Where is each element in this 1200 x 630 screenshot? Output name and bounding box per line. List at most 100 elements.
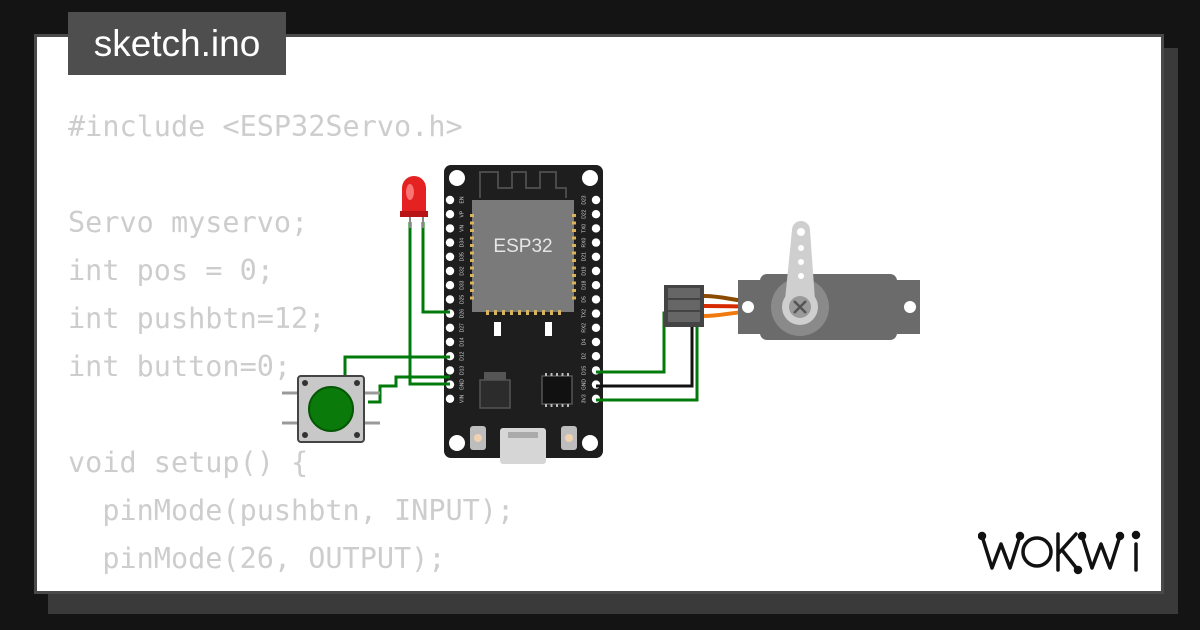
pin-hole [591, 224, 601, 233]
pin-label: 3V3 [581, 394, 587, 403]
red-led[interactable] [400, 176, 428, 228]
chip-pad [572, 229, 576, 232]
wire-led-gnd [408, 222, 450, 386]
chip-pad [470, 251, 474, 255]
code-preview: #include <ESP32Servo.h>Servo myservo;int… [68, 103, 515, 591]
wokwi-logo [978, 530, 1141, 575]
esp32-board[interactable]: ESP32 ENVPVND34D35D32D33D25D26D27D14D12D… [444, 165, 603, 464]
chip-pad [534, 310, 537, 315]
chip-pad [572, 236, 576, 240]
chip-pad [572, 266, 576, 270]
code-line: int button=0; [68, 350, 292, 383]
pin-label: D4 [581, 339, 587, 346]
chip-pad [470, 236, 474, 240]
pin-label: GND [581, 379, 587, 391]
chip-pad [572, 274, 576, 277]
chip-pad [572, 221, 576, 225]
pin-hole [591, 238, 601, 247]
code-line: void setup() { [68, 446, 309, 479]
wire-led-d26 [421, 222, 450, 314]
chip-pad [470, 274, 474, 277]
pin-label: D27 [459, 323, 465, 332]
pin-label: D22 [581, 209, 587, 218]
chip-pin [545, 404, 547, 407]
chip-pin [550, 373, 553, 376]
chip-pad [470, 281, 474, 285]
chip-label: ESP32 [493, 236, 552, 257]
chip-pad [572, 214, 576, 217]
pin-label: D33 [459, 280, 465, 289]
pin-hole [445, 337, 455, 347]
pin-hole [591, 352, 601, 361]
code-line: pinMode(pushbtn, INPUT); [68, 494, 515, 527]
wire-servo-pwm [596, 311, 670, 374]
pin-label: D2 [581, 353, 587, 360]
pin-label: VN [459, 225, 465, 232]
pin-hole [591, 252, 601, 261]
chip-pin [556, 404, 558, 407]
led-indicator [494, 322, 501, 336]
pin-label: VIN [459, 394, 465, 403]
pin-hole [445, 295, 455, 304]
pin-hole [445, 195, 455, 205]
pin-label: TX0 [581, 224, 587, 233]
chip-pad [486, 310, 489, 315]
pin-label: D21 [581, 252, 587, 261]
chip-pin [550, 404, 553, 407]
file-tab[interactable]: sketch.ino [68, 12, 286, 75]
pin-hole [445, 323, 455, 332]
pin-hole [591, 337, 601, 347]
usb-chip-pins [545, 373, 569, 407]
code-line: myservo.attach(13); [68, 583, 514, 591]
chip-pad [572, 251, 576, 255]
pin-hole [445, 366, 455, 375]
pin-labels: ENVPVND34D35D32D33D25D26D27D14D12D13GNDV… [459, 195, 587, 403]
chip-pad [470, 289, 474, 292]
pin-hole [591, 195, 601, 205]
pin-hole [445, 238, 455, 247]
pin-label: D32 [459, 266, 465, 275]
usb-chip [541, 375, 573, 405]
voltage-regulator [479, 379, 511, 409]
esp32-chip [472, 200, 574, 312]
pin-label: RX0 [581, 238, 587, 248]
chip-pad [470, 266, 474, 270]
chip-pin [556, 373, 558, 376]
pin-hole [445, 281, 455, 290]
pin-label: D35 [459, 252, 465, 261]
pin-hole [591, 295, 601, 304]
push-button[interactable] [282, 375, 380, 443]
pin-label: RX2 [581, 323, 587, 333]
pin-label: D25 [459, 295, 465, 304]
chip-pad [518, 310, 521, 315]
chip-pad [542, 310, 545, 315]
chip-pin [545, 373, 547, 376]
left-pin-header [445, 195, 455, 403]
code-line: pinMode(26, OUTPUT); [68, 542, 446, 575]
chip-pad [510, 310, 513, 315]
pin-hole [591, 323, 601, 332]
pin-hole [445, 210, 455, 219]
chip-pin [567, 373, 569, 376]
pin-hole [445, 252, 455, 261]
chip-pad [470, 221, 474, 225]
pin-hole [445, 394, 455, 403]
pin-label: D18 [581, 280, 587, 289]
servo-connector [664, 285, 704, 327]
chip-pad [502, 310, 505, 315]
chip-pad [494, 310, 497, 315]
pin-hole [591, 309, 601, 318]
chip-pad [550, 310, 553, 315]
pin-label: TX2 [581, 309, 587, 318]
pin-label: D26 [459, 309, 465, 318]
code-line: int pushbtn=12; [68, 302, 326, 335]
pin-label: D34 [459, 238, 465, 247]
wire-button-d12 [343, 355, 450, 378]
pin-label: D13 [459, 366, 465, 375]
chip-pad [572, 289, 576, 292]
wires [343, 222, 699, 404]
chip-pad [526, 310, 529, 315]
chip-pad [572, 244, 576, 247]
servo-motor[interactable] [738, 221, 920, 340]
pin-label: EN [459, 196, 465, 203]
